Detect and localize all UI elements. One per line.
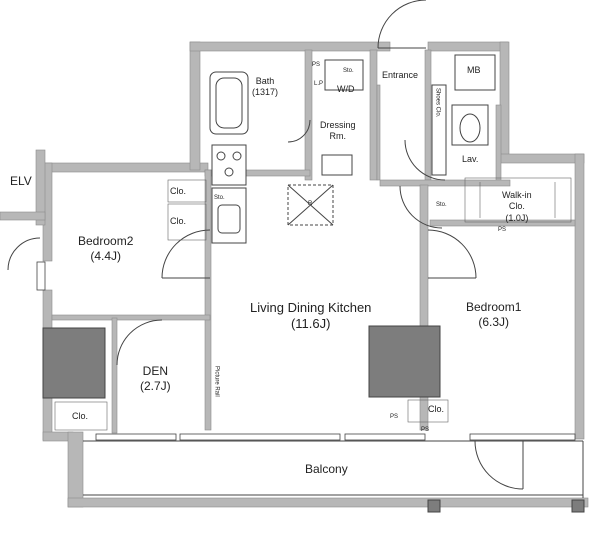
bedroom2-size: (4.4J) — [90, 249, 122, 263]
picture-rail-label: Picture Rail — [213, 366, 220, 397]
clo-label-ldk: Clo. — [428, 404, 445, 414]
dressing-label: Dressing Rm. — [320, 120, 356, 143]
bedroom2-name: Bedroom2 — [78, 234, 134, 248]
lav-label: Lav. — [462, 154, 479, 164]
elv-label: ELV — [10, 174, 32, 188]
wd-label: W/D — [337, 84, 355, 94]
shoes-clo-label: Shoes Clo. — [434, 88, 441, 118]
ldk-label: Living Dining Kitchen (11.6J) — [250, 300, 371, 333]
bedroom1-name: Bedroom1 — [466, 300, 522, 314]
doors — [7, 0, 524, 490]
den-label: DEN (2.7J) — [140, 364, 171, 394]
bath-name: Bath — [255, 76, 275, 86]
ps-label-bottom-b: PS — [421, 427, 430, 433]
bath-size: (1317) — [252, 87, 279, 98]
balcony-railing — [83, 440, 584, 498]
windows — [36, 261, 576, 441]
lp-label: L.P — [314, 81, 324, 87]
bedroom2-label: Bedroom2 (4.4J) — [78, 234, 133, 264]
bedroom1-size: (6.3J) — [478, 315, 510, 329]
dressing-rm: Rm. — [329, 131, 347, 142]
sto-label-bath: Sto. — [343, 68, 354, 74]
dressing-name: Dressing — [320, 120, 356, 130]
clo-label-bedroom2-a: Clo. — [170, 186, 187, 196]
clo-label-bedroom2-b: Clo. — [170, 216, 187, 226]
walkin-name: Walk-in — [502, 190, 532, 200]
walkin-label: Walk-in Clo. (1.0J) — [502, 190, 532, 224]
mb-label: MB — [467, 65, 481, 75]
balcony-label: Balcony — [305, 462, 348, 476]
sto-label-kitchen: Sto. — [214, 195, 225, 201]
bath-label: Bath (1317) — [252, 76, 278, 99]
ldk-size: (11.6J) — [290, 316, 331, 332]
refrigerator-label: R — [308, 201, 313, 207]
closets — [54, 177, 572, 431]
ps-label-top: PS — [312, 62, 321, 68]
bedroom1-label: Bedroom1 (6.3J) — [466, 300, 521, 330]
ps-label-walkin: PS — [498, 227, 507, 233]
columns — [42, 325, 585, 513]
ldk-name: Living Dining Kitchen — [250, 300, 372, 315]
den-name: DEN — [142, 364, 169, 378]
fixtures — [209, 54, 496, 244]
walkin-size: (1.0J) — [505, 212, 529, 223]
walkin-clo: Clo. — [508, 201, 525, 212]
den-size: (2.7J) — [140, 379, 171, 393]
ps-label-bottom-a: PS — [390, 414, 399, 420]
entrance-label: Entrance — [382, 70, 419, 80]
clo-label-den: Clo. — [72, 411, 89, 421]
sto-label-bedroom1: Sto. — [436, 202, 447, 208]
